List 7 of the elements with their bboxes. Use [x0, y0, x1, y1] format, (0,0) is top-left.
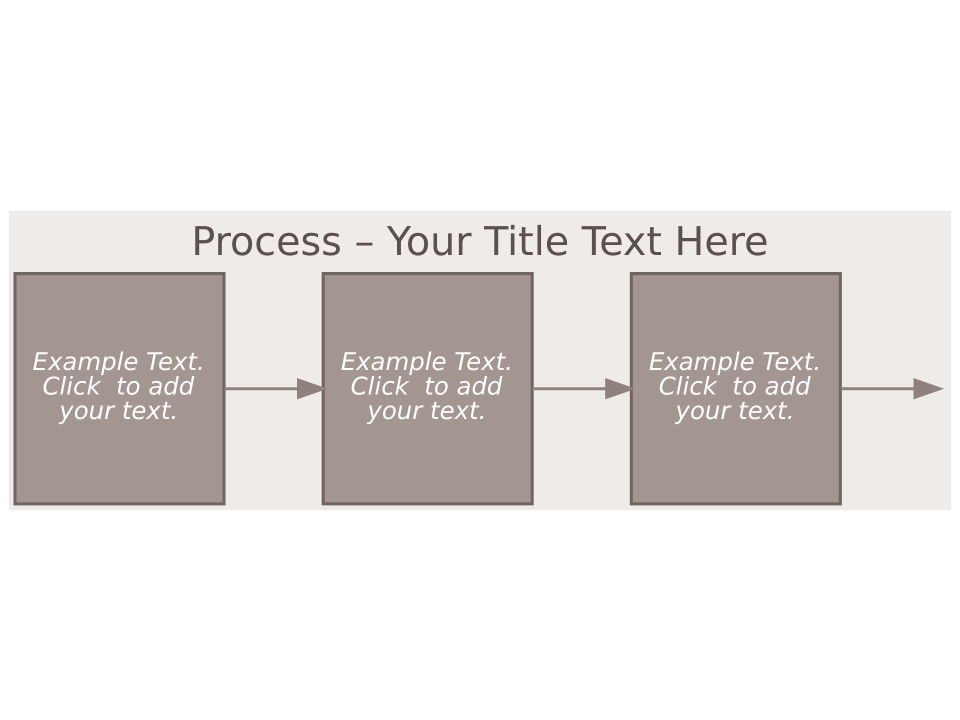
node-box: Example Text. Click to add your text. [14, 272, 226, 505]
arrow [532, 378, 636, 399]
node-box: Example Text. Click to add your text. [630, 272, 842, 505]
arrow [840, 378, 944, 399]
node-box: Example Text. Click to add your text. [322, 272, 534, 505]
arrow [224, 378, 328, 399]
diagram-title: Process – Your Title Text Here [191, 218, 769, 264]
